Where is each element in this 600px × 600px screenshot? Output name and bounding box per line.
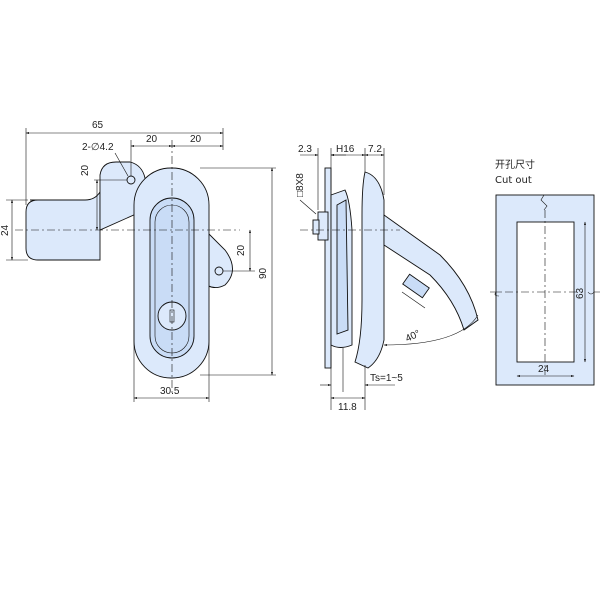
dim-11-8: 11.8 xyxy=(338,402,357,413)
cover-plate xyxy=(354,171,385,369)
dim-2-3: 2.3 xyxy=(298,144,312,155)
dim-h16: H16 xyxy=(336,144,355,155)
dim-height-90: 90 xyxy=(258,267,269,279)
dim-left-20: 20 xyxy=(80,164,91,176)
handle-cam xyxy=(402,273,430,299)
cutout-title-en: Cut out xyxy=(495,175,532,186)
break-line-top xyxy=(540,194,548,211)
dim-hole-label: 2-∅4.2 xyxy=(82,142,114,153)
side-view: 2.3 H16 7.2 □8X8 40° Ts=1~5 11.8 xyxy=(295,144,479,413)
dim-top-20-b: 20 xyxy=(190,134,202,145)
door-panel xyxy=(324,167,332,369)
latch-arm xyxy=(25,190,101,261)
dim-7-2: 7.2 xyxy=(368,144,382,155)
lower-hole xyxy=(214,266,224,276)
cutout-dim-height: 63 xyxy=(575,287,586,299)
angle-arc xyxy=(383,314,479,347)
cutout-view: 开孔尺寸 Cut out 24 63 xyxy=(490,158,600,386)
angle-label: 40° xyxy=(404,328,422,344)
dim-square: □8X8 xyxy=(295,173,306,197)
dim-body-width: 30.5 xyxy=(160,386,180,397)
dim-right-20: 20 xyxy=(236,244,247,256)
dim-top-20-a: 20 xyxy=(146,134,158,145)
break-line-right xyxy=(587,291,600,295)
upper-hole xyxy=(126,175,136,185)
lock-housing-inner xyxy=(336,199,349,335)
break-line-left xyxy=(490,291,502,297)
dim-ts: Ts=1~5 xyxy=(370,373,403,384)
dim-left-24: 24 xyxy=(0,224,11,236)
spindle-nut xyxy=(312,219,320,235)
dim-overall-width: 65 xyxy=(92,120,104,131)
front-view: 65 20 20 2-∅4.2 20 24 20 90 30.5 xyxy=(0,120,276,402)
cutout-dim-width: 24 xyxy=(538,364,550,375)
handle-open-position xyxy=(383,214,479,331)
square-spindle xyxy=(317,211,329,241)
cutout-title-cn: 开孔尺寸 xyxy=(495,158,535,171)
